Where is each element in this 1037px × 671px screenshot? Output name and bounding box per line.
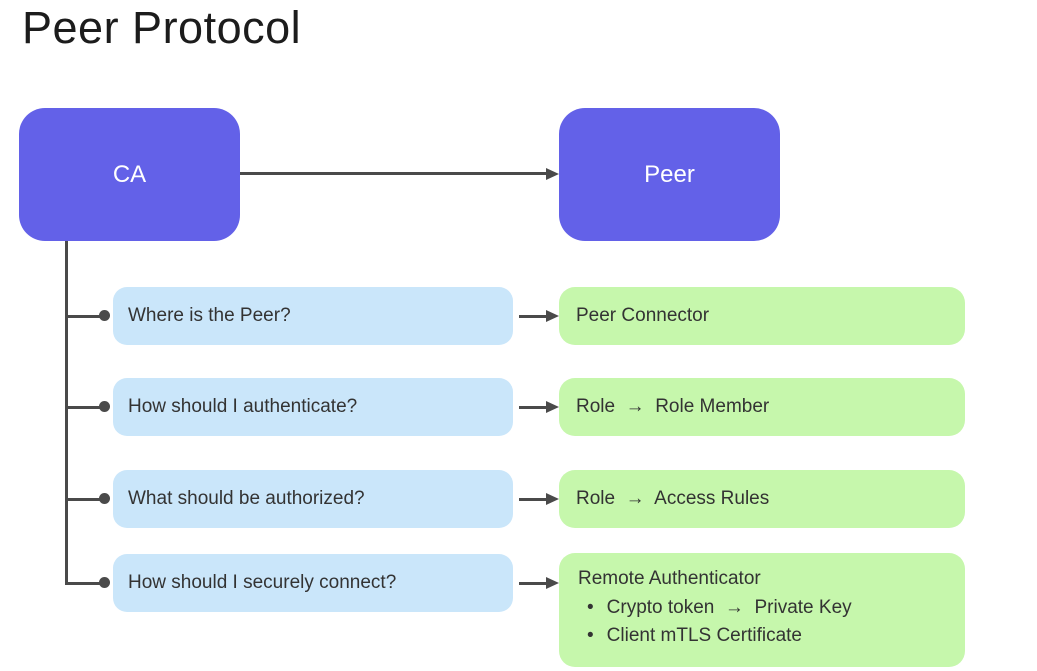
question-label: Where is the Peer? xyxy=(128,305,291,326)
question-box-authenticate: How should I authenticate? xyxy=(113,378,513,436)
connector-line xyxy=(519,582,548,585)
connector-line xyxy=(519,315,548,318)
question-box-authorized: What should be authorized? xyxy=(113,470,513,528)
answer-box-role-member: Role → Role Member xyxy=(559,378,965,436)
branch-line xyxy=(65,406,101,409)
answer-bullet-list: • Crypto token → Private Key • Client mT… xyxy=(578,594,953,650)
bullet-icon: • xyxy=(587,625,594,646)
node-peer: Peer xyxy=(559,108,780,241)
question-box-securely-connect: How should I securely connect? xyxy=(113,554,513,612)
branch-line xyxy=(65,315,101,318)
connector-line-ca-peer xyxy=(240,172,547,175)
list-item: • Crypto token → Private Key xyxy=(587,594,953,622)
question-label: What should be authorized? xyxy=(128,488,365,509)
bullet-icon: • xyxy=(587,597,594,618)
answer-box-access-rules: Role → Access Rules xyxy=(559,470,965,528)
node-ca: CA xyxy=(19,108,240,241)
answer-label: Role → Role Member xyxy=(576,396,770,417)
branch-line xyxy=(65,498,101,501)
page-title: Peer Protocol xyxy=(22,2,302,53)
branch-dot-icon xyxy=(99,310,110,321)
node-ca-label: CA xyxy=(112,160,147,188)
answer-box-peer-connector: Peer Connector xyxy=(559,287,965,345)
bullet-label: Client mTLS Certificate xyxy=(606,625,802,646)
arrowhead-icon xyxy=(546,401,559,413)
arrowhead-icon xyxy=(546,493,559,505)
arrowhead-icon xyxy=(546,168,559,180)
branch-line xyxy=(65,582,101,585)
branch-dot-icon xyxy=(99,401,110,412)
connector-line xyxy=(519,406,548,409)
arrowhead-icon xyxy=(546,310,559,322)
answer-label: Role → Access Rules xyxy=(576,488,770,509)
question-label: How should I authenticate? xyxy=(128,396,358,417)
arrowhead-icon xyxy=(546,577,559,589)
list-item: • Client mTLS Certificate xyxy=(587,622,953,650)
branch-dot-icon xyxy=(99,493,110,504)
question-box-where-peer: Where is the Peer? xyxy=(113,287,513,345)
connector-line xyxy=(519,498,548,501)
bullet-label: Crypto token → Private Key xyxy=(606,597,852,618)
branch-dot-icon xyxy=(99,577,110,588)
answer-label: Peer Connector xyxy=(576,305,710,326)
answer-box-remote-authenticator: Remote Authenticator • Crypto token → Pr… xyxy=(559,553,965,667)
question-label: How should I securely connect? xyxy=(128,572,397,593)
trunk-line xyxy=(65,241,68,584)
answer-title: Remote Authenticator xyxy=(578,568,761,589)
node-peer-label: Peer xyxy=(644,160,695,188)
